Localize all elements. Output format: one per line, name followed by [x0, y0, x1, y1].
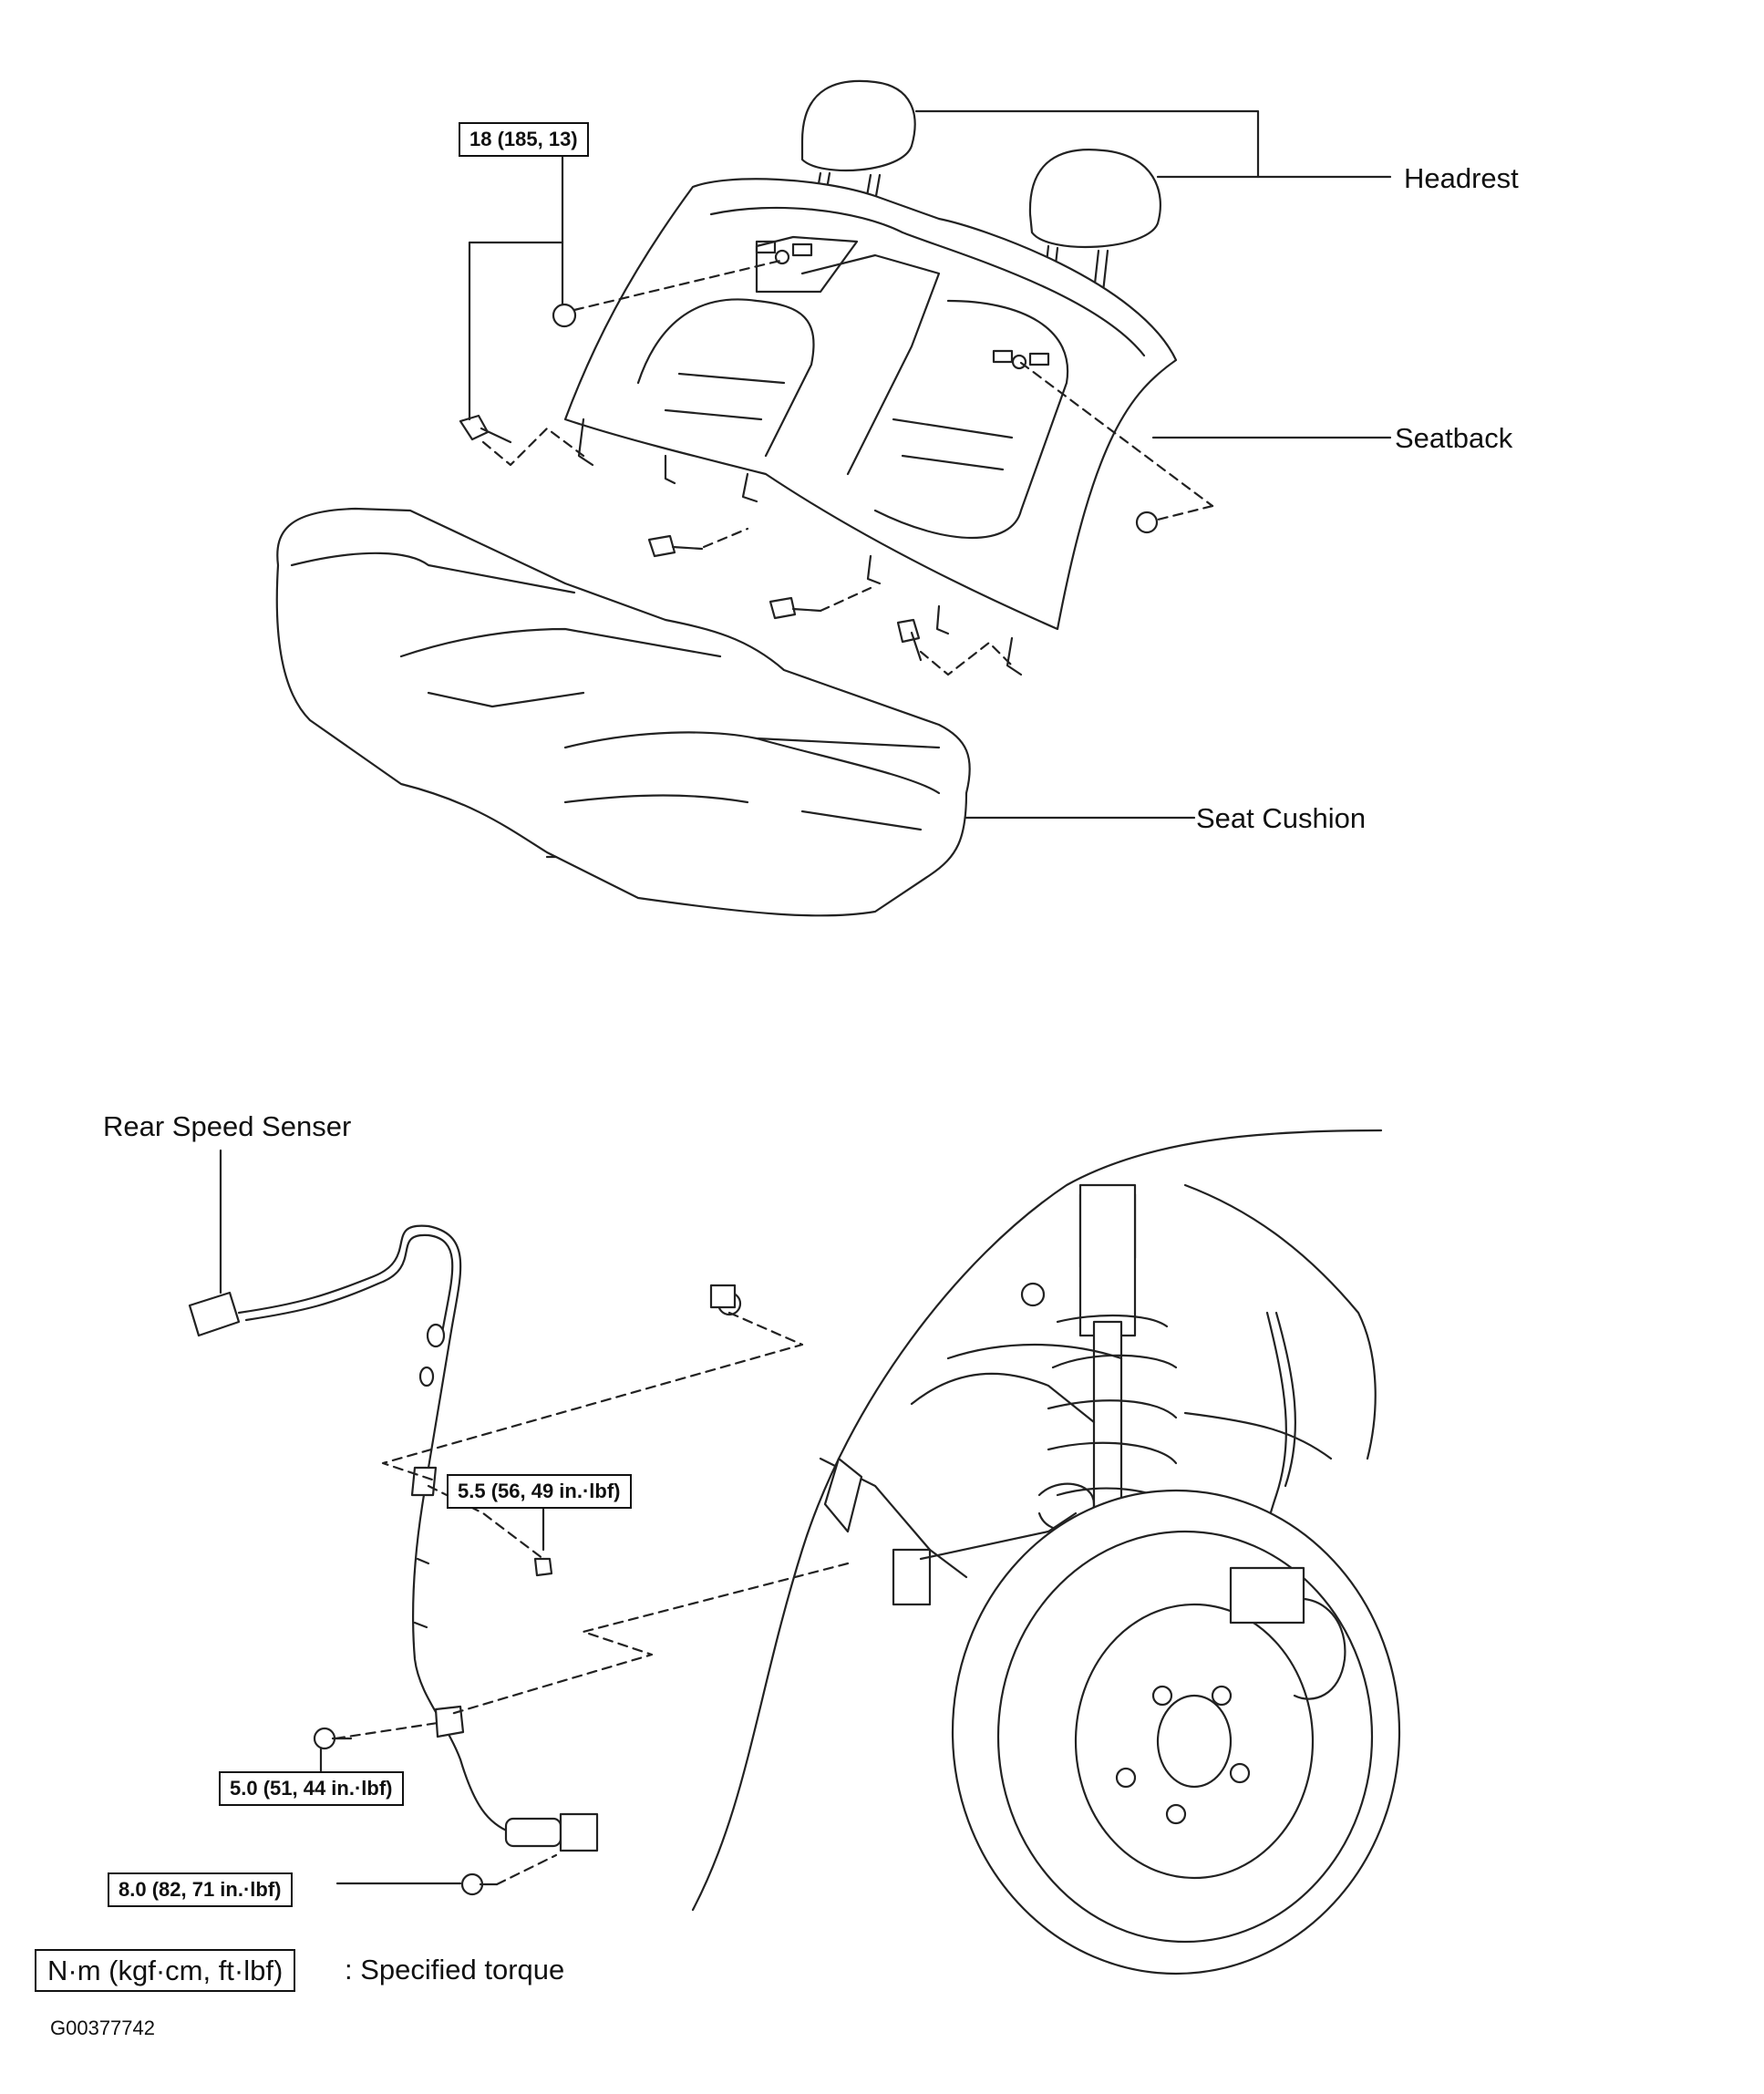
- sensor-fasteners: [313, 1284, 742, 1896]
- seat-cushion: [275, 507, 971, 917]
- sensor-bracket-torque: 5.0 (51, 44 in.·lbf): [219, 1771, 404, 1806]
- seat-leader-lines: [468, 109, 1392, 820]
- figure-code: G00377742: [50, 2017, 155, 2039]
- seatback-bolt-torque: 18 (185, 13): [459, 122, 589, 157]
- seat-fasteners: [459, 303, 1159, 662]
- torque-legend-description: : Specified torque: [345, 1954, 565, 1986]
- sensor-clamp-torque: 5.5 (56, 49 in.·lbf): [447, 1474, 632, 1509]
- rear-speed-sensor-label: Rear Speed Senser: [103, 1110, 352, 1142]
- brake-disc: [951, 1489, 1401, 1975]
- torque-unit-legend: N·m (kgf·cm, ft·lbf): [35, 1949, 296, 1992]
- seatback: [563, 178, 1178, 676]
- seat-dashed-lines: [481, 258, 1214, 676]
- seatback-label: Seatback: [1395, 422, 1513, 454]
- sensor-leader-lines: [319, 1507, 545, 1885]
- headrest-label: Headrest: [1404, 162, 1519, 194]
- rear-speed-sensor: [188, 1149, 599, 1852]
- sensor-mount-torque: 8.0 (82, 71 in.·lbf): [108, 1872, 293, 1907]
- seat-cushion-label: Seat Cushion: [1196, 802, 1367, 834]
